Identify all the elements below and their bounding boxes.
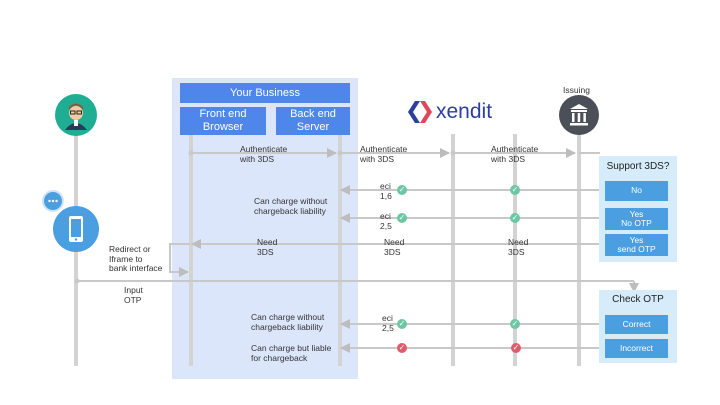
- frontend-label: Front end Browser: [199, 108, 247, 133]
- msg-authenticate-1: Authenticate with 3DS: [240, 144, 288, 164]
- option-no: No: [605, 181, 668, 201]
- your-business-header: Your Business: [180, 83, 350, 103]
- bank-icon: [559, 95, 599, 135]
- option-yes-label: Yes: [629, 208, 644, 219]
- issuing-label: Issuing: [563, 85, 590, 95]
- phone-icon: [53, 206, 99, 252]
- person-avatar-icon: [55, 94, 97, 136]
- chat-bubble-icon: [42, 190, 64, 212]
- check-icon: ✓: [510, 213, 520, 223]
- issuing-lifeline: [577, 134, 581, 366]
- xendit-brand: xendit: [436, 100, 493, 123]
- backend-server-box: Back end Server: [276, 107, 350, 135]
- msg-need-3ds-1: Need 3DS: [257, 237, 278, 257]
- option-correct: Correct: [605, 315, 668, 334]
- backend-lifeline: [338, 134, 342, 366]
- option-no-otp-label: No OTP: [621, 218, 652, 228]
- check-icon: ✓: [397, 185, 407, 195]
- support-3ds-title: Support 3DS?: [606, 161, 670, 172]
- msg-eci-1-6: eci 1,6: [380, 181, 392, 201]
- msg-eci-2-5: eci 2,5: [380, 211, 392, 231]
- msg-need-3ds-3: Need 3DS: [508, 237, 529, 257]
- check-icon: ✓: [397, 319, 407, 329]
- check-icon: ✓: [397, 213, 407, 223]
- check-otp-title: Check OTP: [612, 294, 664, 305]
- backend-label: Back end Server: [290, 108, 336, 133]
- frontend-browser-box: Front end Browser: [180, 107, 266, 135]
- msg-charge-no-liability: Can charge without chargeback liability: [254, 196, 328, 216]
- check-icon: ✓: [510, 319, 520, 329]
- cross-icon: ✓: [511, 343, 521, 353]
- msg-authenticate-2: Authenticate with 3DS: [360, 144, 408, 164]
- option-correct-label: Correct: [622, 318, 651, 329]
- xendit-lifeline-1: [451, 134, 455, 366]
- check-icon: ✓: [510, 185, 520, 195]
- xendit-logo-icon: [408, 101, 432, 123]
- option-no-label: No: [631, 185, 642, 196]
- arrow-redirect: [169, 243, 190, 277]
- msg-eci-2-5-b: eci 2,5: [382, 313, 394, 333]
- msg-authenticate-3: Authenticate with 3DS: [491, 144, 539, 164]
- msg-redirect: Redirect or Iframe to bank interface: [109, 244, 163, 273]
- msg-input-otp: Input OTP: [124, 285, 143, 305]
- business-title: Your Business: [230, 86, 300, 99]
- option-send-otp-label: send OTP: [617, 244, 656, 254]
- option-yes-label-2: Yes: [629, 234, 644, 245]
- msg-need-3ds-2: Need 3DS: [384, 237, 405, 257]
- option-incorrect: Incorrect: [605, 339, 668, 358]
- option-incorrect-label: Incorrect: [619, 342, 654, 353]
- msg-charge-liable: Can charge but liable for chargeback: [251, 343, 332, 363]
- xendit-lifeline-2: [513, 134, 517, 366]
- frontend-lifeline: [189, 134, 193, 366]
- msg-charge-no-liability-2: Can charge without chargeback liability: [251, 312, 325, 332]
- cross-icon: ✓: [397, 343, 407, 353]
- xendit-logo: xendit: [406, 99, 506, 125]
